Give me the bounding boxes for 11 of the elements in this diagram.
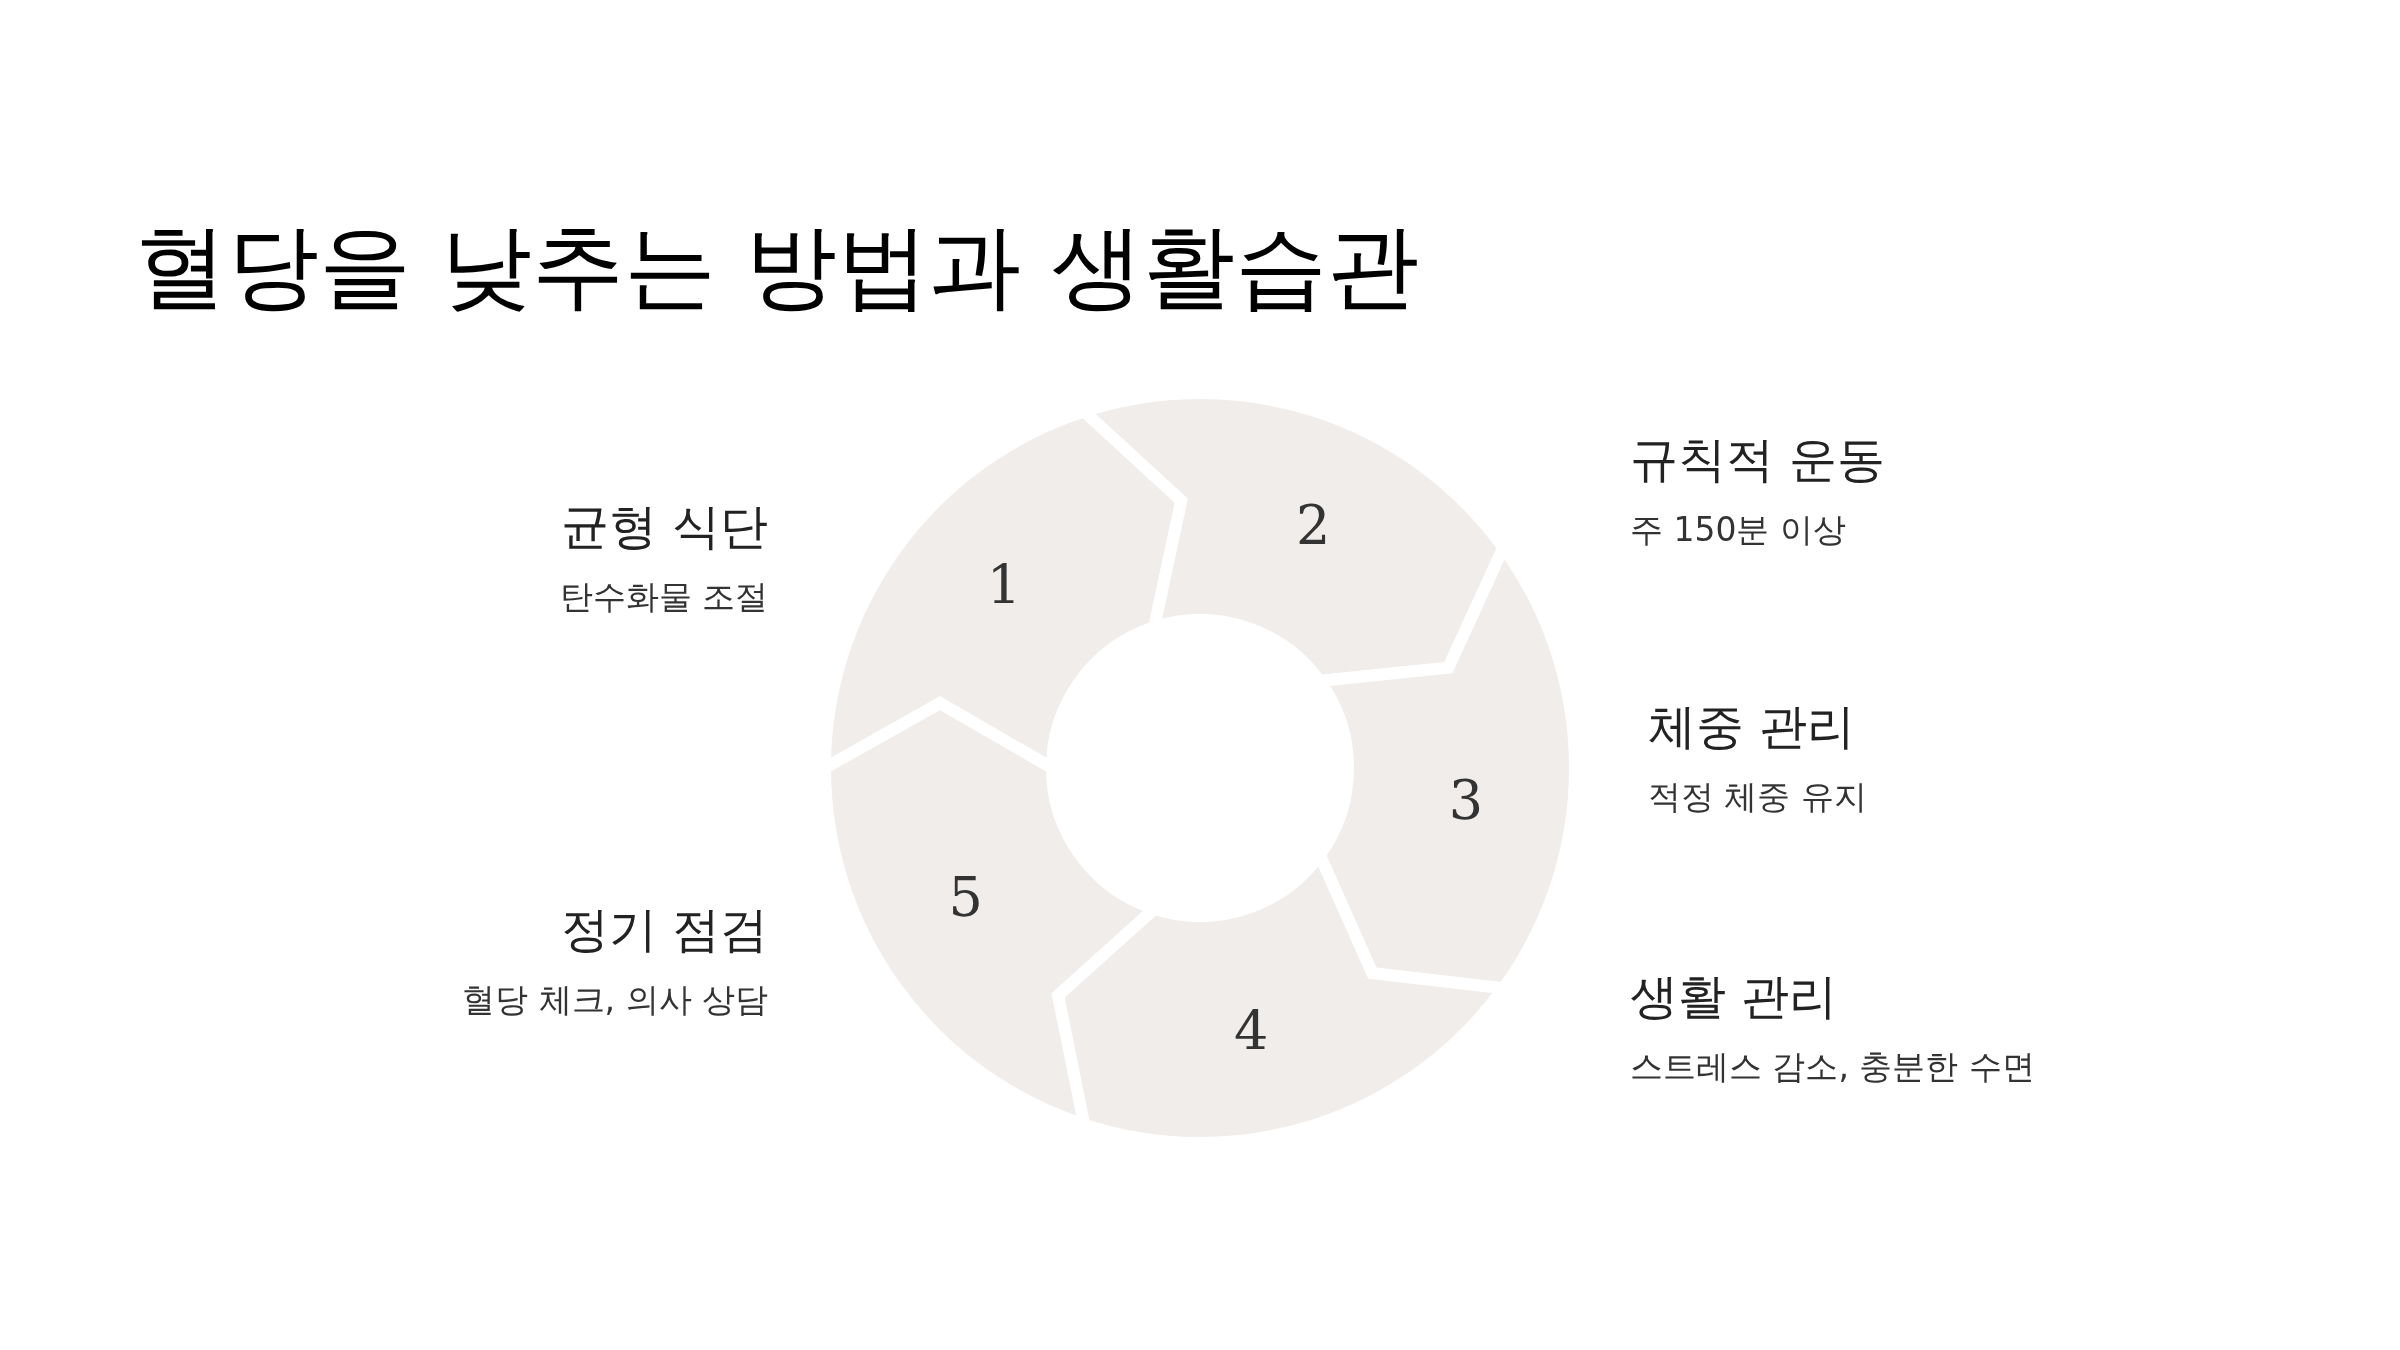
step-heading: 규칙적 운동: [1630, 430, 1886, 489]
step-description: 주 150분 이상: [1630, 509, 1846, 551]
step-description: 탄수화물 조절: [559, 576, 768, 618]
title: 혈당을 낮추는 방법과 생활습관: [135, 212, 1419, 322]
step-description: 스트레스 감소, 충분한 수면: [1630, 1046, 2035, 1088]
step-heading: 체중 관리: [1648, 697, 1856, 756]
step-heading: 정기 점검: [560, 900, 768, 959]
step-heading: 균형 식단: [560, 497, 768, 556]
step-heading: 생활 관리: [1630, 967, 1838, 1026]
step-description: 적정 체중 유지: [1648, 776, 1867, 818]
step-description: 혈당 체크, 의사 상담: [462, 979, 768, 1021]
